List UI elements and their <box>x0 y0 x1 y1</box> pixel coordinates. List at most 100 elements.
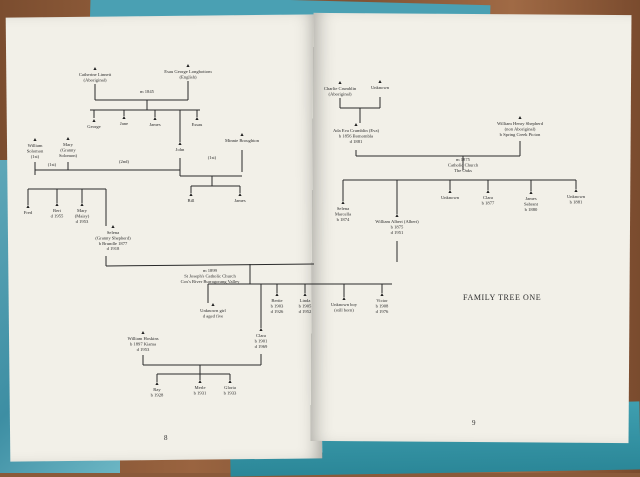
label-line: Linda <box>300 298 311 303</box>
person-marker <box>93 67 97 70</box>
label-line: Clara <box>483 195 493 200</box>
label-line: Charlie Crumblin <box>324 86 357 91</box>
label-line: (Granny <box>60 147 76 152</box>
person-marker <box>486 190 490 193</box>
label-line: St Joseph's Catholic Church <box>184 273 236 278</box>
label-line: Fred <box>24 210 33 215</box>
person-marker <box>529 191 533 194</box>
label-line: b 1875 <box>391 224 404 229</box>
person-label-unknown-top: Unknown <box>371 85 390 90</box>
person-label-essau: Essau <box>192 122 203 127</box>
label-line: Unknown <box>441 195 460 200</box>
label-line: Sabrant <box>524 201 539 206</box>
label-line: d 1955 <box>51 213 64 218</box>
label-line: Mary <box>63 142 74 147</box>
label-line: James <box>525 196 536 201</box>
label-line: William <box>28 143 43 148</box>
label-line: James <box>234 198 245 203</box>
label-line: b 1856 Bomombla <box>339 133 373 138</box>
label-line: b 1874 <box>337 217 350 222</box>
family-tree-heading: FAMILY TREE ONE <box>463 293 541 302</box>
person-marker <box>141 331 145 334</box>
label-line: Bill <box>188 198 196 203</box>
person-label-fred: Fred <box>24 210 33 215</box>
person-label-unknown-boy: Unknown boy(still born) <box>331 302 358 312</box>
person-marker <box>448 190 452 193</box>
person-marker <box>240 133 244 136</box>
label-line: Gloria <box>224 385 236 390</box>
label-line: d 1953 <box>137 347 150 352</box>
person-marker <box>211 303 215 306</box>
label-line: (1st) <box>48 162 57 167</box>
label-line: b Spring Creek Picton <box>500 132 541 137</box>
label-line: (English) <box>179 74 197 79</box>
person-marker <box>26 205 30 208</box>
label-line: Essau <box>192 122 203 127</box>
label-line: George <box>87 124 100 129</box>
person-label-james-2: James <box>234 198 245 203</box>
person-marker <box>380 293 384 296</box>
label-line: Marcella <box>335 211 351 216</box>
label-line: Selena <box>337 206 349 211</box>
person-label-jane: Jane <box>120 121 128 126</box>
tree-labels: Catherine Linnett(Aboriginal)Esau George… <box>24 64 586 397</box>
person-marker <box>341 201 345 204</box>
label-line: d 1952 <box>299 309 312 314</box>
person-marker <box>518 116 522 119</box>
label-line: Minnie Broughton <box>225 138 260 143</box>
label-line: b 1901 <box>255 338 268 343</box>
label-line: (Granny Shepherd) <box>95 235 131 240</box>
label-line: Unknown <box>567 194 586 199</box>
person-marker <box>178 142 182 145</box>
label-line: d 1951 <box>391 230 404 235</box>
person-marker <box>189 193 193 196</box>
person-marker <box>228 380 232 383</box>
label-line: b 1933 <box>224 390 237 395</box>
label-line: Catholic Church <box>448 162 479 167</box>
person-marker <box>66 137 70 140</box>
label-line: d 1881 <box>350 139 363 144</box>
person-marker <box>195 117 199 120</box>
person-label-james-1: James <box>149 122 160 127</box>
label-line: b 1897 Kiama <box>130 341 156 346</box>
label-line: b 1880 <box>525 207 538 212</box>
person-marker <box>354 123 358 126</box>
person-label-esau: Esau George Longbottom(English) <box>164 69 212 79</box>
label-line: (still born) <box>334 307 354 312</box>
label-line: Esau George Longbottom <box>164 69 212 74</box>
label-line: James <box>149 122 160 127</box>
person-marker <box>342 297 346 300</box>
person-label-minnie: Minnie Broughton <box>225 138 260 143</box>
right-page-number: 9 <box>472 419 476 427</box>
person-marker <box>395 214 399 217</box>
label-line: b 1928 <box>151 392 164 397</box>
label-line: John <box>176 147 185 152</box>
label-line: Clara <box>256 333 266 338</box>
person-marker <box>303 293 307 296</box>
person-label-first-label-2: (1st) <box>208 155 217 160</box>
person-marker <box>338 81 342 84</box>
label-line: d 1918 <box>107 246 120 251</box>
label-line: William Albert (Albert) <box>375 219 419 224</box>
person-label-first-label: (1st) <box>48 162 57 167</box>
label-line: (2nd) <box>119 159 129 164</box>
label-line: Mary <box>77 208 88 213</box>
label-line: m 1899 <box>203 268 218 273</box>
person-label-william-henry: William Henry Shepherd(non Aboriginal)b … <box>497 121 544 137</box>
label-line: Unknown girl <box>200 308 226 313</box>
label-line: Ada Eva Crumblin (Eva) <box>333 128 380 133</box>
